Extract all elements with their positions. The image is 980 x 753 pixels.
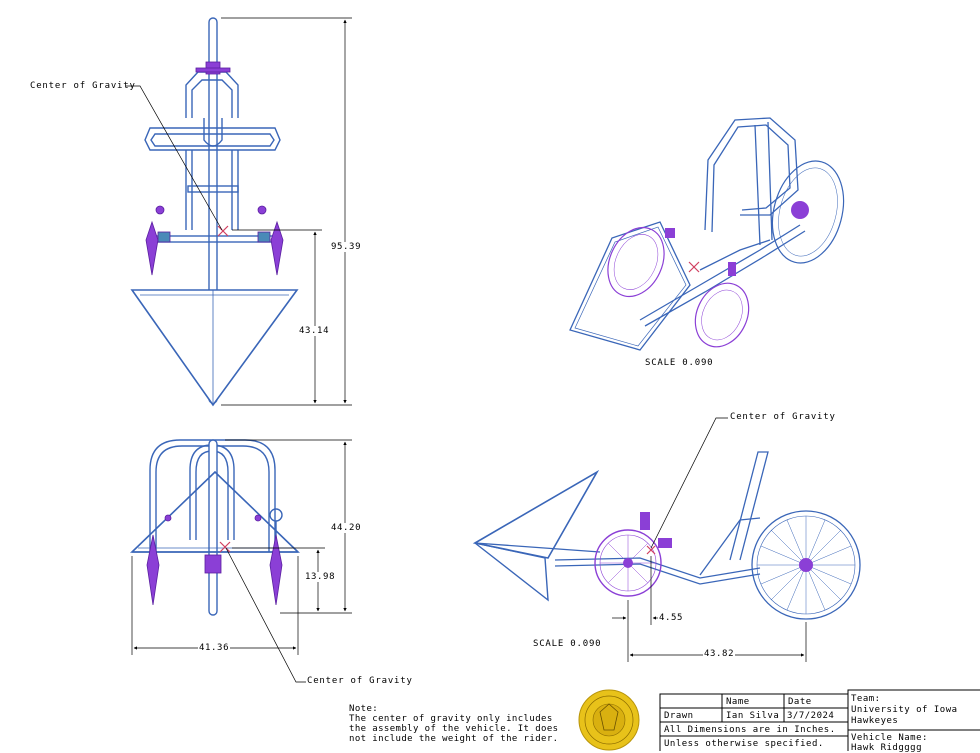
tb-drawn-date: 3/7/2024 xyxy=(787,711,835,721)
note-line-3: not include the weight of the rider. xyxy=(349,734,559,744)
right-front-wheel xyxy=(270,220,284,276)
iso-right-wheel xyxy=(694,282,750,348)
left-front-wheel xyxy=(145,220,159,276)
top-view-wheels xyxy=(145,61,284,276)
front-cog-mark xyxy=(219,541,231,553)
dim-cog-offset: 4.55 xyxy=(658,613,685,623)
top-view-dimensions xyxy=(126,17,352,406)
side-cog-mark xyxy=(646,545,656,555)
dim-overall-length: 95.39 xyxy=(330,242,363,252)
side-view-dimensions xyxy=(612,417,807,662)
note-line-1: The center of gravity only includes xyxy=(349,714,553,724)
side-view xyxy=(472,451,861,620)
note-title: Note: xyxy=(349,704,379,714)
dim-cog-height: 13.98 xyxy=(304,572,337,582)
tb-vehicle-label: Vehicle Name: xyxy=(851,733,928,743)
dim-wheelbase: 43.82 xyxy=(703,649,736,659)
front-view-dimensions xyxy=(131,439,352,683)
dim-height: 44.20 xyxy=(330,523,363,533)
front-view-wheels xyxy=(146,514,283,606)
note-line-2: the assembly of the vehicle. It does xyxy=(349,724,559,734)
front-view xyxy=(130,439,300,616)
iso-cog-mark xyxy=(688,261,700,273)
top-cog-mark xyxy=(217,225,229,237)
tb-units-line: All Dimensions are in Inches. xyxy=(664,725,836,735)
front-left-wheel xyxy=(146,534,160,606)
cog-label-front: Center of Gravity xyxy=(307,676,413,686)
iso-rear-wheel xyxy=(771,160,845,264)
tb-team-line-2: Hawkeyes xyxy=(851,716,899,726)
isometric-hubs xyxy=(665,201,809,276)
cog-note: Note: The center of gravity only include… xyxy=(349,704,558,744)
tb-team-line-1: University of Iowa xyxy=(851,705,958,715)
university-seal xyxy=(578,689,640,751)
tb-vehicle-name: Hawk Ridgggg xyxy=(851,743,923,753)
isometric-wheels xyxy=(607,160,845,348)
scale-label-side: SCALE 0.090 xyxy=(533,639,602,649)
iso-left-wheel xyxy=(607,226,665,298)
isometric-view xyxy=(569,117,806,351)
tb-drawn-name: Ian Silva xyxy=(726,711,780,721)
tb-drawn-label: Drawn xyxy=(664,711,694,721)
cog-label-side: Center of Gravity xyxy=(730,412,836,422)
front-right-wheel xyxy=(269,534,283,606)
dim-track-width: 41.36 xyxy=(198,643,231,653)
tb-team-label: Team: xyxy=(851,694,881,704)
scale-label-iso: SCALE 0.090 xyxy=(645,358,714,368)
tb-spec-line: Unless otherwise specified. xyxy=(664,739,824,749)
tb-date-header: Date xyxy=(788,697,812,707)
tb-name-header: Name xyxy=(726,697,750,707)
side-hubs xyxy=(623,512,813,572)
cog-label-top: Center of Gravity xyxy=(30,81,136,91)
dim-cog-front: 43.14 xyxy=(298,326,331,336)
title-block-grid xyxy=(659,689,980,751)
